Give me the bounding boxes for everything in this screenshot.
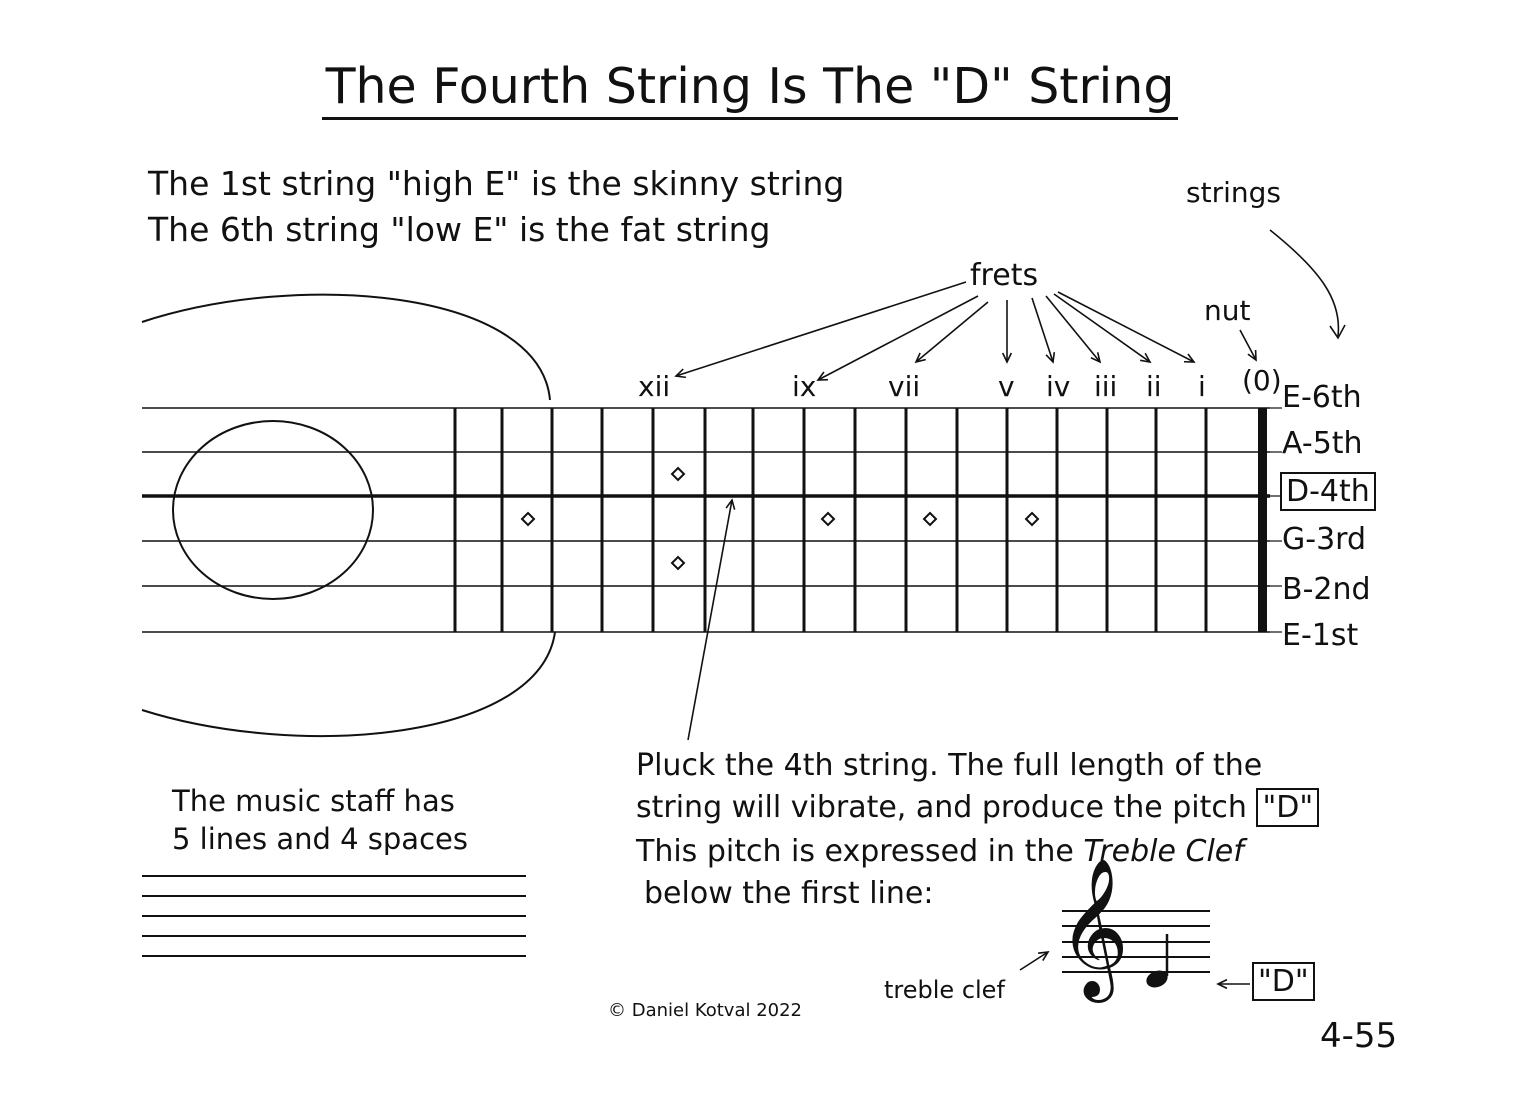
arrow-head — [1001, 352, 1013, 364]
arrow-line — [1239, 329, 1257, 361]
pitch-d-box: "D" — [1256, 788, 1320, 827]
arrow-line — [915, 301, 989, 363]
fret-numeral-1: i — [1198, 370, 1206, 403]
arrow-line — [1057, 291, 1195, 363]
treble-clef-term: Treble Clef — [1083, 834, 1244, 869]
fret-marker-inlay — [820, 511, 836, 527]
fret-numeral-9: ix — [792, 370, 817, 403]
guitar-body-upper-outline — [141, 293, 551, 401]
arrow-head — [816, 371, 829, 381]
copyright: © Daniel Kotval 2022 — [608, 1000, 803, 1021]
note-d-head — [1146, 970, 1168, 988]
fret-markers — [520, 466, 1040, 571]
guitar-strings — [142, 407, 1282, 633]
pluck-line-4: below the first line: — [644, 876, 934, 911]
arrow-line — [1045, 295, 1101, 363]
string-label-4-highlighted: D-4th — [1280, 472, 1376, 511]
arrow-head — [1090, 352, 1102, 364]
fret-numeral-2: ii — [1146, 370, 1162, 403]
page-number: 4-55 — [1320, 1016, 1398, 1056]
page-title-text: The Fourth String Is The "D" String — [321, 58, 1179, 120]
strings-label: strings — [1186, 176, 1281, 209]
arrow-line — [1019, 951, 1049, 971]
note-d-label: "D" — [1252, 962, 1315, 1001]
arrow-head — [1329, 324, 1346, 340]
music-staff-empty — [142, 875, 526, 957]
string-label-1: E-1st — [1282, 618, 1359, 653]
arrow-head — [1216, 978, 1228, 990]
pluck-line-3-text: This pitch is expressed in the — [636, 834, 1084, 869]
page-title: The Fourth String Is The "D" String — [0, 58, 1500, 120]
treble-clef-label: treble clef — [884, 976, 1005, 1004]
strings-arrow-curve — [1269, 229, 1340, 337]
pluck-line-1: Pluck the 4th string. The full length of… — [636, 748, 1263, 783]
intro-line-2: The 6th string "low E" is the fat string — [148, 210, 771, 249]
fret-numeral-5: v — [998, 370, 1015, 403]
nut — [1258, 408, 1267, 632]
fret-marker-inlay — [922, 511, 938, 527]
pluck-line-2-text: string will vibrate, and produce the pit… — [636, 790, 1247, 825]
fret-marker-inlay — [670, 466, 686, 482]
fret-marker-inlay — [670, 555, 686, 571]
arrow-line — [817, 295, 979, 381]
treble-staff — [1062, 910, 1210, 973]
sound-hole — [172, 420, 374, 600]
string-label-5: A-5th — [1282, 426, 1363, 461]
staff-note-line-1: The music staff has — [172, 784, 455, 818]
fret-numeral-4: iv — [1046, 370, 1071, 403]
arrow-head — [914, 352, 926, 364]
arrow-head — [1140, 352, 1152, 364]
nut-label: nut — [1204, 294, 1251, 327]
pluck-line-3: This pitch is expressed in the Treble Cl… — [636, 834, 1244, 869]
arrow-head — [725, 498, 736, 510]
arrow-head — [674, 368, 687, 379]
staff-note-line-2: 5 lines and 4 spaces — [172, 822, 468, 856]
intro-line-1: The 1st string "high E" is the skinny st… — [148, 164, 845, 203]
string-label-6: E-6th — [1282, 380, 1362, 415]
arrow-head — [1183, 353, 1196, 363]
guitar-body-lower-outline — [141, 631, 556, 738]
arrow-head — [1247, 349, 1257, 362]
fret-marker-inlay — [1024, 511, 1040, 527]
fret-numeral-7: vii — [888, 370, 921, 403]
string-label-2: B-2nd — [1282, 572, 1371, 607]
annotation-arrows — [674, 229, 1346, 990]
arrow-line — [1053, 293, 1151, 363]
string-label-3: G-3rd — [1282, 522, 1367, 557]
fret-marker-inlay — [520, 511, 536, 527]
arrow-line — [1031, 297, 1054, 363]
frets-label: frets — [970, 258, 1039, 293]
arrow-head — [1037, 951, 1050, 961]
fret-numeral-12: xii — [638, 370, 671, 403]
pluck-line-2: string will vibrate, and produce the pit… — [636, 788, 1320, 827]
arrow-line — [687, 499, 733, 741]
arrow-line — [675, 281, 967, 377]
arrow-head — [1045, 351, 1056, 364]
fret-wires — [453, 408, 1208, 632]
fret-numeral-3: iii — [1094, 370, 1118, 403]
treble-clef-icon: 𝄞 — [1058, 858, 1129, 997]
open-string-label: (0) — [1242, 364, 1282, 397]
